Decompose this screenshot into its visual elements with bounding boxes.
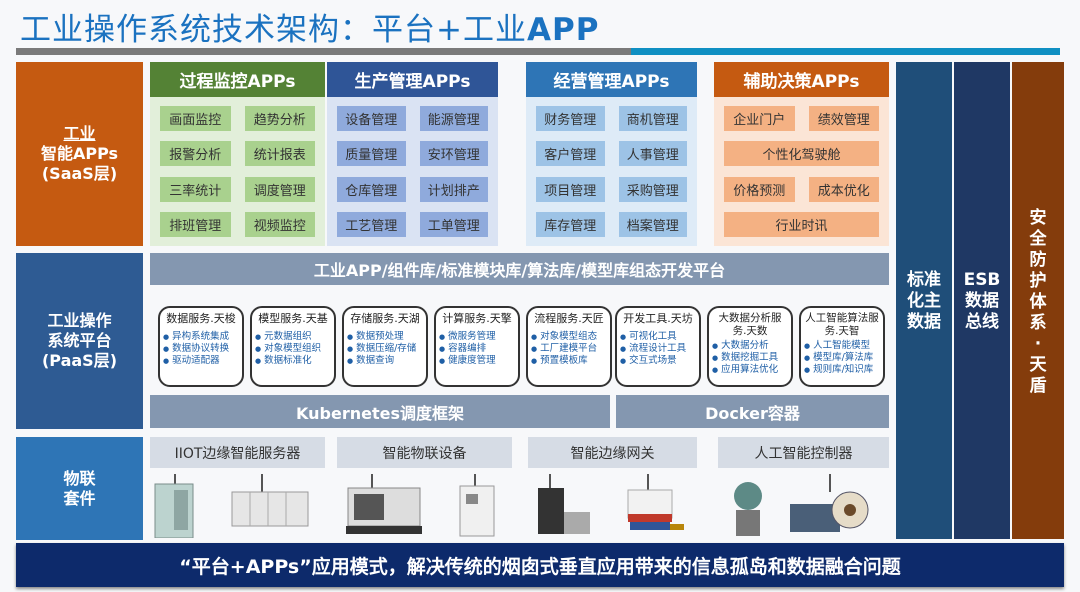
app-item[interactable]: 三率统计 [160, 176, 231, 202]
servo-motor-icon [538, 474, 590, 534]
app-item[interactable]: 质量管理 [337, 141, 406, 167]
app-item[interactable]: 采购管理 [618, 176, 687, 202]
app-item[interactable]: 成本优化 [808, 176, 879, 202]
app-item[interactable]: 人事管理 [618, 141, 687, 167]
app-item[interactable]: 计划排产 [419, 176, 488, 202]
summary-banner: “平台+APPs”应用模式，解决传统的烟囱式垂直应用带来的信息孤岛和数据融合问题 [16, 543, 1064, 587]
service-model[interactable]: 模型服务.天基元数据组织对象模型组织数据标准化 [250, 306, 336, 387]
device-images [154, 474, 869, 538]
app-group-production-management: 生产管理APPs 设备管理 能源管理 质量管理 安环管理 仓库管理 计划排产 工… [327, 62, 498, 246]
app-item[interactable]: 画面监控 [160, 106, 231, 131]
app-item[interactable]: 工单管理 [419, 211, 488, 237]
docker-bar: Docker容器 [616, 395, 889, 428]
water-meter-icon [627, 474, 684, 530]
paas-layer-label: 工业操作系统平台(PaaS层) [16, 253, 143, 429]
saas-layer-label: 工业智能APPs(SaaS层) [16, 62, 143, 246]
group-title: 辅助决策APPs [714, 62, 889, 97]
iot-layer-label: 物联套件 [16, 437, 143, 540]
app-group-business-management: 经营管理APPs 财务管理 商机管理 客户管理 人事管理 项目管理 采购管理 库… [526, 62, 697, 246]
service-ai[interactable]: 人工智能算法服务.天智人工智能模型模型库/算法库规则库/知识库 [799, 306, 885, 387]
iot-category: 智能物联设备 [337, 437, 512, 468]
service-compute[interactable]: 计算服务.天擎微服务管理容器编排健康度管理 [434, 306, 520, 387]
app-item[interactable]: 统计报表 [244, 141, 315, 167]
app-item[interactable]: 项目管理 [536, 176, 605, 202]
service-data[interactable]: 数据服务.天梭异构系统集成数据协议转换驱动适配器 [158, 306, 244, 387]
iot-category: 人工智能控制器 [718, 437, 889, 468]
security-column: 安全防护体系·天盾 [1012, 62, 1064, 539]
app-item[interactable]: 报警分析 [160, 141, 231, 167]
app-item[interactable]: 设备管理 [337, 106, 406, 131]
title-underline-accent [631, 48, 1060, 55]
app-item[interactable]: 趋势分析 [244, 106, 315, 131]
group-title: 过程监控APPs [150, 62, 325, 97]
app-item[interactable]: 价格预测 [724, 176, 795, 202]
group-title: 经营管理APPs [526, 62, 697, 97]
app-item[interactable]: 排班管理 [160, 211, 231, 237]
page-title: 工业操作系统技术架构：平台+工业APP [20, 12, 600, 48]
service-storage[interactable]: 存储服务.天湖数据预处理数据压缩/存储数据查询 [342, 306, 428, 387]
service-workflow[interactable]: 流程服务.天匠对象模型组态工厂建模平台预置模板库 [526, 306, 612, 387]
app-item[interactable]: 企业门户 [724, 106, 795, 131]
pressure-transmitter-icon [734, 482, 762, 536]
app-item[interactable]: 财务管理 [536, 106, 605, 131]
cnc-machine-icon [346, 474, 422, 534]
kubernetes-bar: Kubernetes调度框架 [150, 395, 610, 428]
plc-icon [231, 474, 309, 527]
app-item[interactable]: 仓库管理 [337, 176, 406, 202]
app-item[interactable]: 客户管理 [536, 141, 605, 167]
master-data-column: 标准化主数据 [896, 62, 952, 539]
group-title: 生产管理APPs [327, 62, 498, 97]
cabinet-icon [154, 474, 194, 538]
iot-category: IIOT边缘智能服务器 [150, 437, 325, 468]
app-item[interactable]: 库存管理 [536, 211, 605, 237]
iot-category: 智能边缘网关 [528, 437, 697, 468]
app-item[interactable]: 安环管理 [419, 141, 488, 167]
dev-platform-bar: 工业APP/组件库/标准模块库/算法库/模型库组态开发平台 [150, 253, 889, 285]
app-item[interactable]: 视频监控 [244, 211, 315, 237]
service-devtools[interactable]: 开发工具.天坊可视化工具流程设计工具交互式场景 [615, 306, 701, 387]
title-underline [16, 48, 631, 55]
app-item[interactable]: 调度管理 [244, 176, 315, 202]
app-item[interactable]: 行业时讯 [724, 211, 879, 237]
app-item[interactable]: 绩效管理 [808, 106, 879, 131]
app-item[interactable]: 个性化驾驶舱 [724, 141, 879, 167]
inverter-icon [459, 474, 495, 537]
app-item[interactable]: 档案管理 [618, 211, 687, 237]
app-item[interactable]: 工艺管理 [337, 211, 406, 237]
app-group-decision-support: 辅助决策APPs 企业门户 绩效管理 个性化驾驶舱 价格预测 成本优化 行业时讯 [714, 62, 889, 246]
app-item[interactable]: 商机管理 [618, 106, 687, 131]
actuator-icon [790, 474, 869, 532]
app-item[interactable]: 能源管理 [419, 106, 488, 131]
app-group-process-monitoring: 过程监控APPs 画面监控 趋势分析 报警分析 统计报表 三率统计 调度管理 排… [150, 62, 325, 246]
service-bigdata[interactable]: 大数据分析服务.天数大数据分析数据挖掘工具应用算法优化 [707, 306, 793, 387]
